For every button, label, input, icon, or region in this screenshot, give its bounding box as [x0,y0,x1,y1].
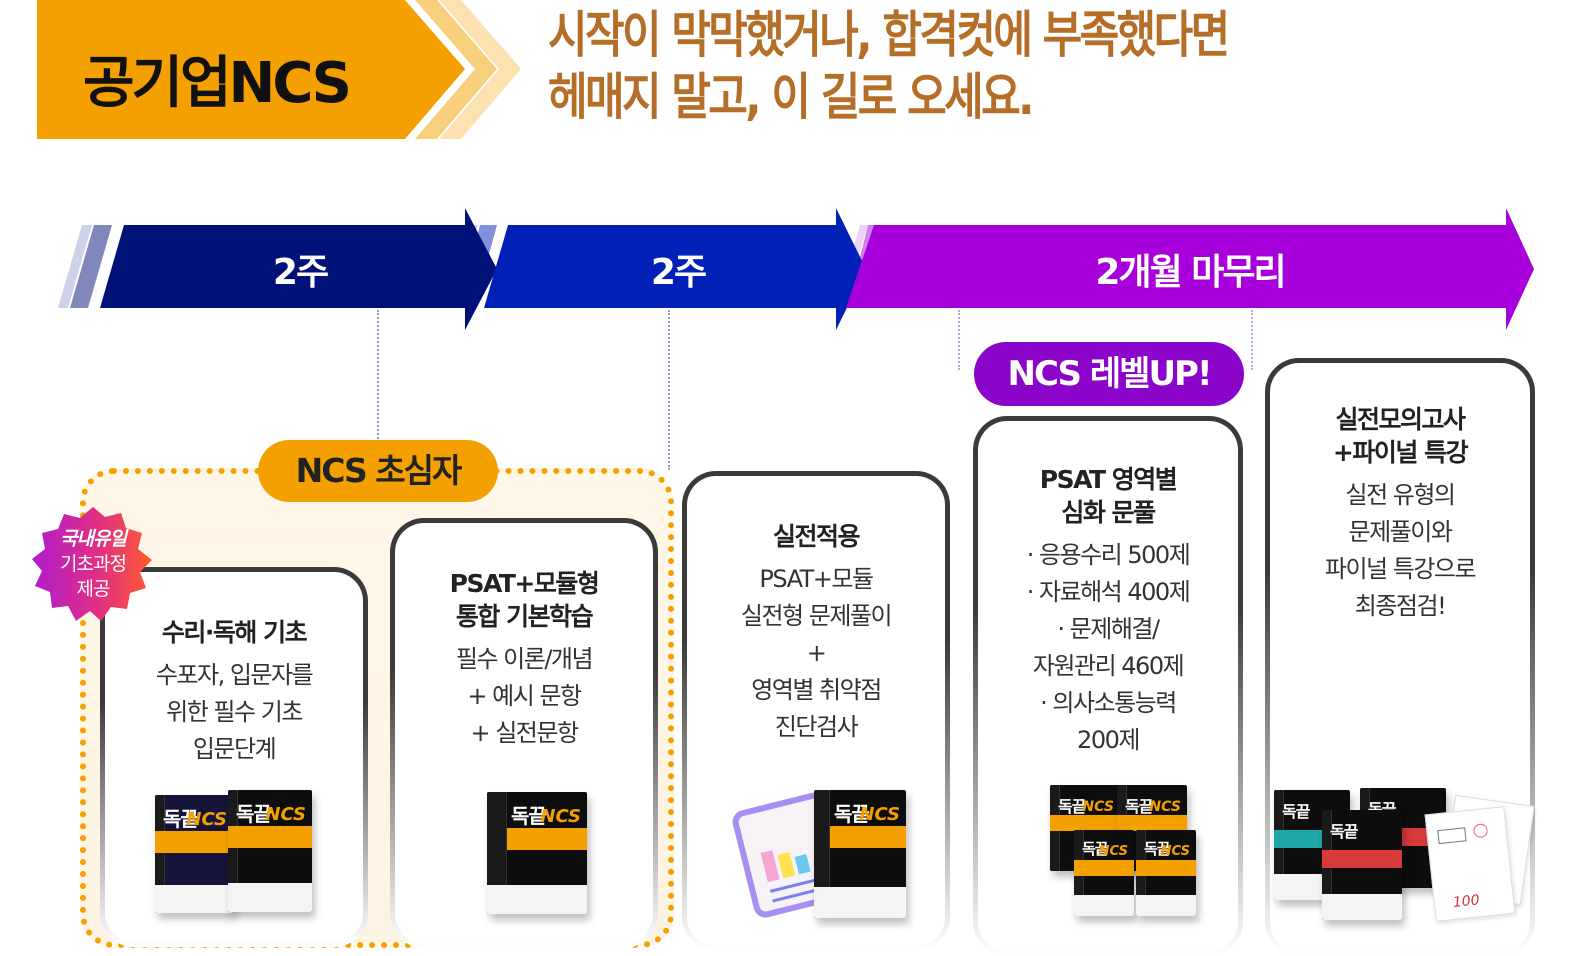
timeline-segment-3 [846,208,1534,330]
connector-line-3 [958,310,960,370]
tagline-line-1: 시작이 막막했거나, 합격컷에 부족했다면 [548,6,1230,64]
card-body: 필수 이론/개념 + 예시 문항 + 실전문항 [455,645,594,747]
connector-line-2 [668,310,670,470]
beginner-group-label: NCS 초심자 [258,440,498,502]
header-banner: 공기업NCS [37,0,527,139]
card-title: PSAT 영역별 심화 문풀 [1039,465,1178,527]
card-body: 실전 유형의 문제풀이와 파이널 특강으로 최종점검! [1324,481,1477,620]
badge-line-3: 제공 [76,578,111,600]
tagline-line-2: 헤매지 말고, 이 길로 오세요. [548,68,1034,126]
unique-course-badge: 국내유일 기초과정 제공 [28,505,158,625]
card-title: 실전적용 [772,522,861,551]
card-title: 수리·독해 기초 [161,618,308,647]
card-title: 실전모의고사 +파이널 특강 [1332,405,1469,467]
answer-sheet-paper-front: 100 [1424,806,1516,922]
step-card-4: PSAT 영역별 심화 문풀 · 응용수리 500제 · 자료해석 400제 ·… [973,416,1243,956]
card-body: 수포자, 입문자를 위한 필수 기초 입문단계 [155,661,314,763]
banner-title: 공기업NCS [83,51,352,116]
card-title: PSAT+모듈형 통합 기본학습 [449,569,600,631]
card-body: PSAT+모듈 실전형 문제풀이 + 영역별 취약점 진단검사 [740,565,893,741]
card-body: · 응용수리 500제 · 자료해석 400제 · 문제해결/ 자원관리 460… [1026,541,1191,754]
timeline-label-3: 2개월 마무리 [1095,252,1286,293]
timeline-label-1: 2주 [272,252,329,293]
timeline-arrows: 2주 2주 2개월 마무리 [0,205,1575,330]
tagline: 시작이 막막했거나, 합격컷에 부족했다면 헤매지 말고, 이 길로 오세요. [548,4,1230,128]
badge-line-1: 국내유일 [60,528,127,550]
timeline-segment-1 [100,208,497,330]
connector-line-4 [1251,310,1253,370]
badge-line-2: 기초과정 [60,553,127,575]
book-cover-nhis: 독끝 [1322,810,1402,920]
banner-chevron-shape [37,0,521,139]
timeline-segment-2 [484,208,866,330]
timeline-label-2: 2주 [650,252,707,293]
levelup-group-label: NCS 레벨UP! [974,342,1244,406]
